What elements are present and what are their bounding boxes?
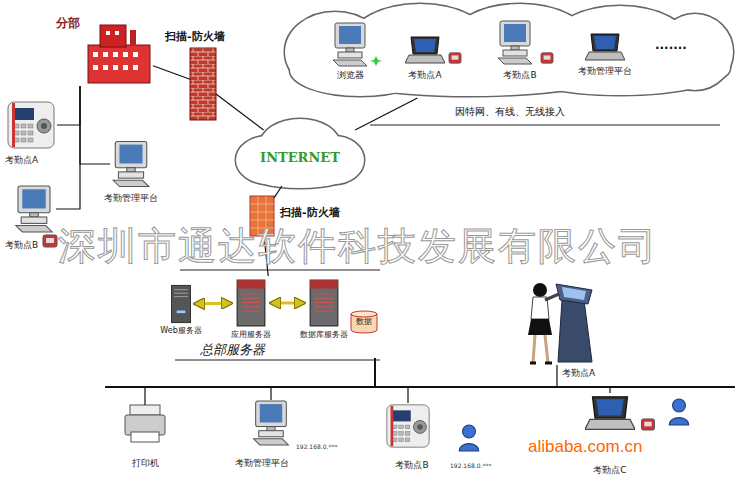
database-cylinder: 数据 — [350, 310, 378, 332]
node-label: 考勤点A — [5, 155, 38, 166]
node-label: 考勤点B — [503, 70, 536, 81]
connector — [274, 186, 282, 198]
laptop-icon: 考勤管理平台 — [585, 32, 625, 62]
node-label: 考勤管理平台 — [578, 66, 632, 77]
node-label: 数据 — [356, 317, 372, 327]
connector — [80, 86, 110, 164]
server-group: 总部服务器Web服务器应用服务器数据库服务器数据 — [160, 276, 385, 358]
server-icon: Web服务器 — [168, 284, 194, 324]
node-label: 考勤点A — [408, 70, 441, 81]
connector — [145, 358, 375, 405]
node-label: 考勤点B — [395, 460, 428, 471]
server-icon: 应用服务器 — [232, 279, 270, 327]
node-label: 因特网、有线、无线接入 — [455, 106, 565, 118]
node-label: 考勤管理平台 — [104, 193, 158, 204]
connector — [216, 94, 264, 130]
attendance-terminal: 考勤点B192.168.0.*** — [385, 403, 431, 449]
watermark: 深圳市通达软件科技发展有限公司 — [58, 224, 658, 270]
internet-cloud: INTERNET — [238, 130, 363, 186]
connector — [57, 86, 80, 125]
pc-icon: 考勤管理平台192.168.0.*** — [250, 400, 292, 446]
node-label: 扫描-防火墙 — [165, 30, 225, 43]
laptop-icon: 考勤点C — [585, 393, 635, 433]
node-label: 分部 — [56, 16, 80, 30]
node-label: 考勤点A — [562, 368, 595, 379]
ellipsis: ....... — [655, 38, 687, 52]
node-label: 扫描-防火墙 — [280, 206, 340, 219]
connector — [355, 98, 417, 130]
connector — [375, 358, 610, 393]
connector — [153, 66, 190, 80]
attendance-terminal: 考勤点A — [5, 100, 57, 150]
server-icon: 数据库服务器 — [305, 279, 343, 327]
node-label: Web服务器 — [160, 326, 201, 336]
node-label: 打印机 — [132, 458, 159, 469]
pc-icon: 考勤点B — [495, 20, 535, 65]
node-label: 总部服务器 — [200, 342, 265, 358]
watermark: alibaba.com.cn — [528, 437, 642, 457]
node-label: 应用服务器 — [231, 330, 271, 340]
connector — [270, 302, 305, 305]
pc-icon: 考勤管理平台 — [110, 140, 152, 188]
connector — [375, 358, 408, 403]
pc-icon: 浏览器 — [330, 22, 370, 67]
node-label: 考勤管理平台 — [235, 458, 289, 469]
laptop-icon: 考勤点A — [405, 35, 445, 65]
building-icon: 分部 — [78, 18, 153, 86]
connector — [56, 86, 80, 209]
firewall: 扫描-防火墙 — [190, 48, 216, 120]
printer-icon: 打印机 — [125, 405, 165, 443]
node-label: INTERNET — [260, 150, 340, 166]
connector — [271, 358, 375, 400]
ip-address: 192.168.0.*** — [450, 462, 491, 469]
kiosk-icon: 考勤点A — [522, 275, 592, 365]
pc-icon: 考勤点B — [12, 185, 56, 233]
node-label: 浏览器 — [337, 70, 364, 81]
node-label: 考勤点B — [5, 240, 38, 251]
connector — [375, 358, 557, 387]
node-label: 数据库服务器 — [300, 330, 348, 340]
connector — [194, 302, 232, 306]
ip-address: 192.168.0.*** — [296, 443, 337, 450]
node-label: 考勤点C — [593, 465, 626, 476]
